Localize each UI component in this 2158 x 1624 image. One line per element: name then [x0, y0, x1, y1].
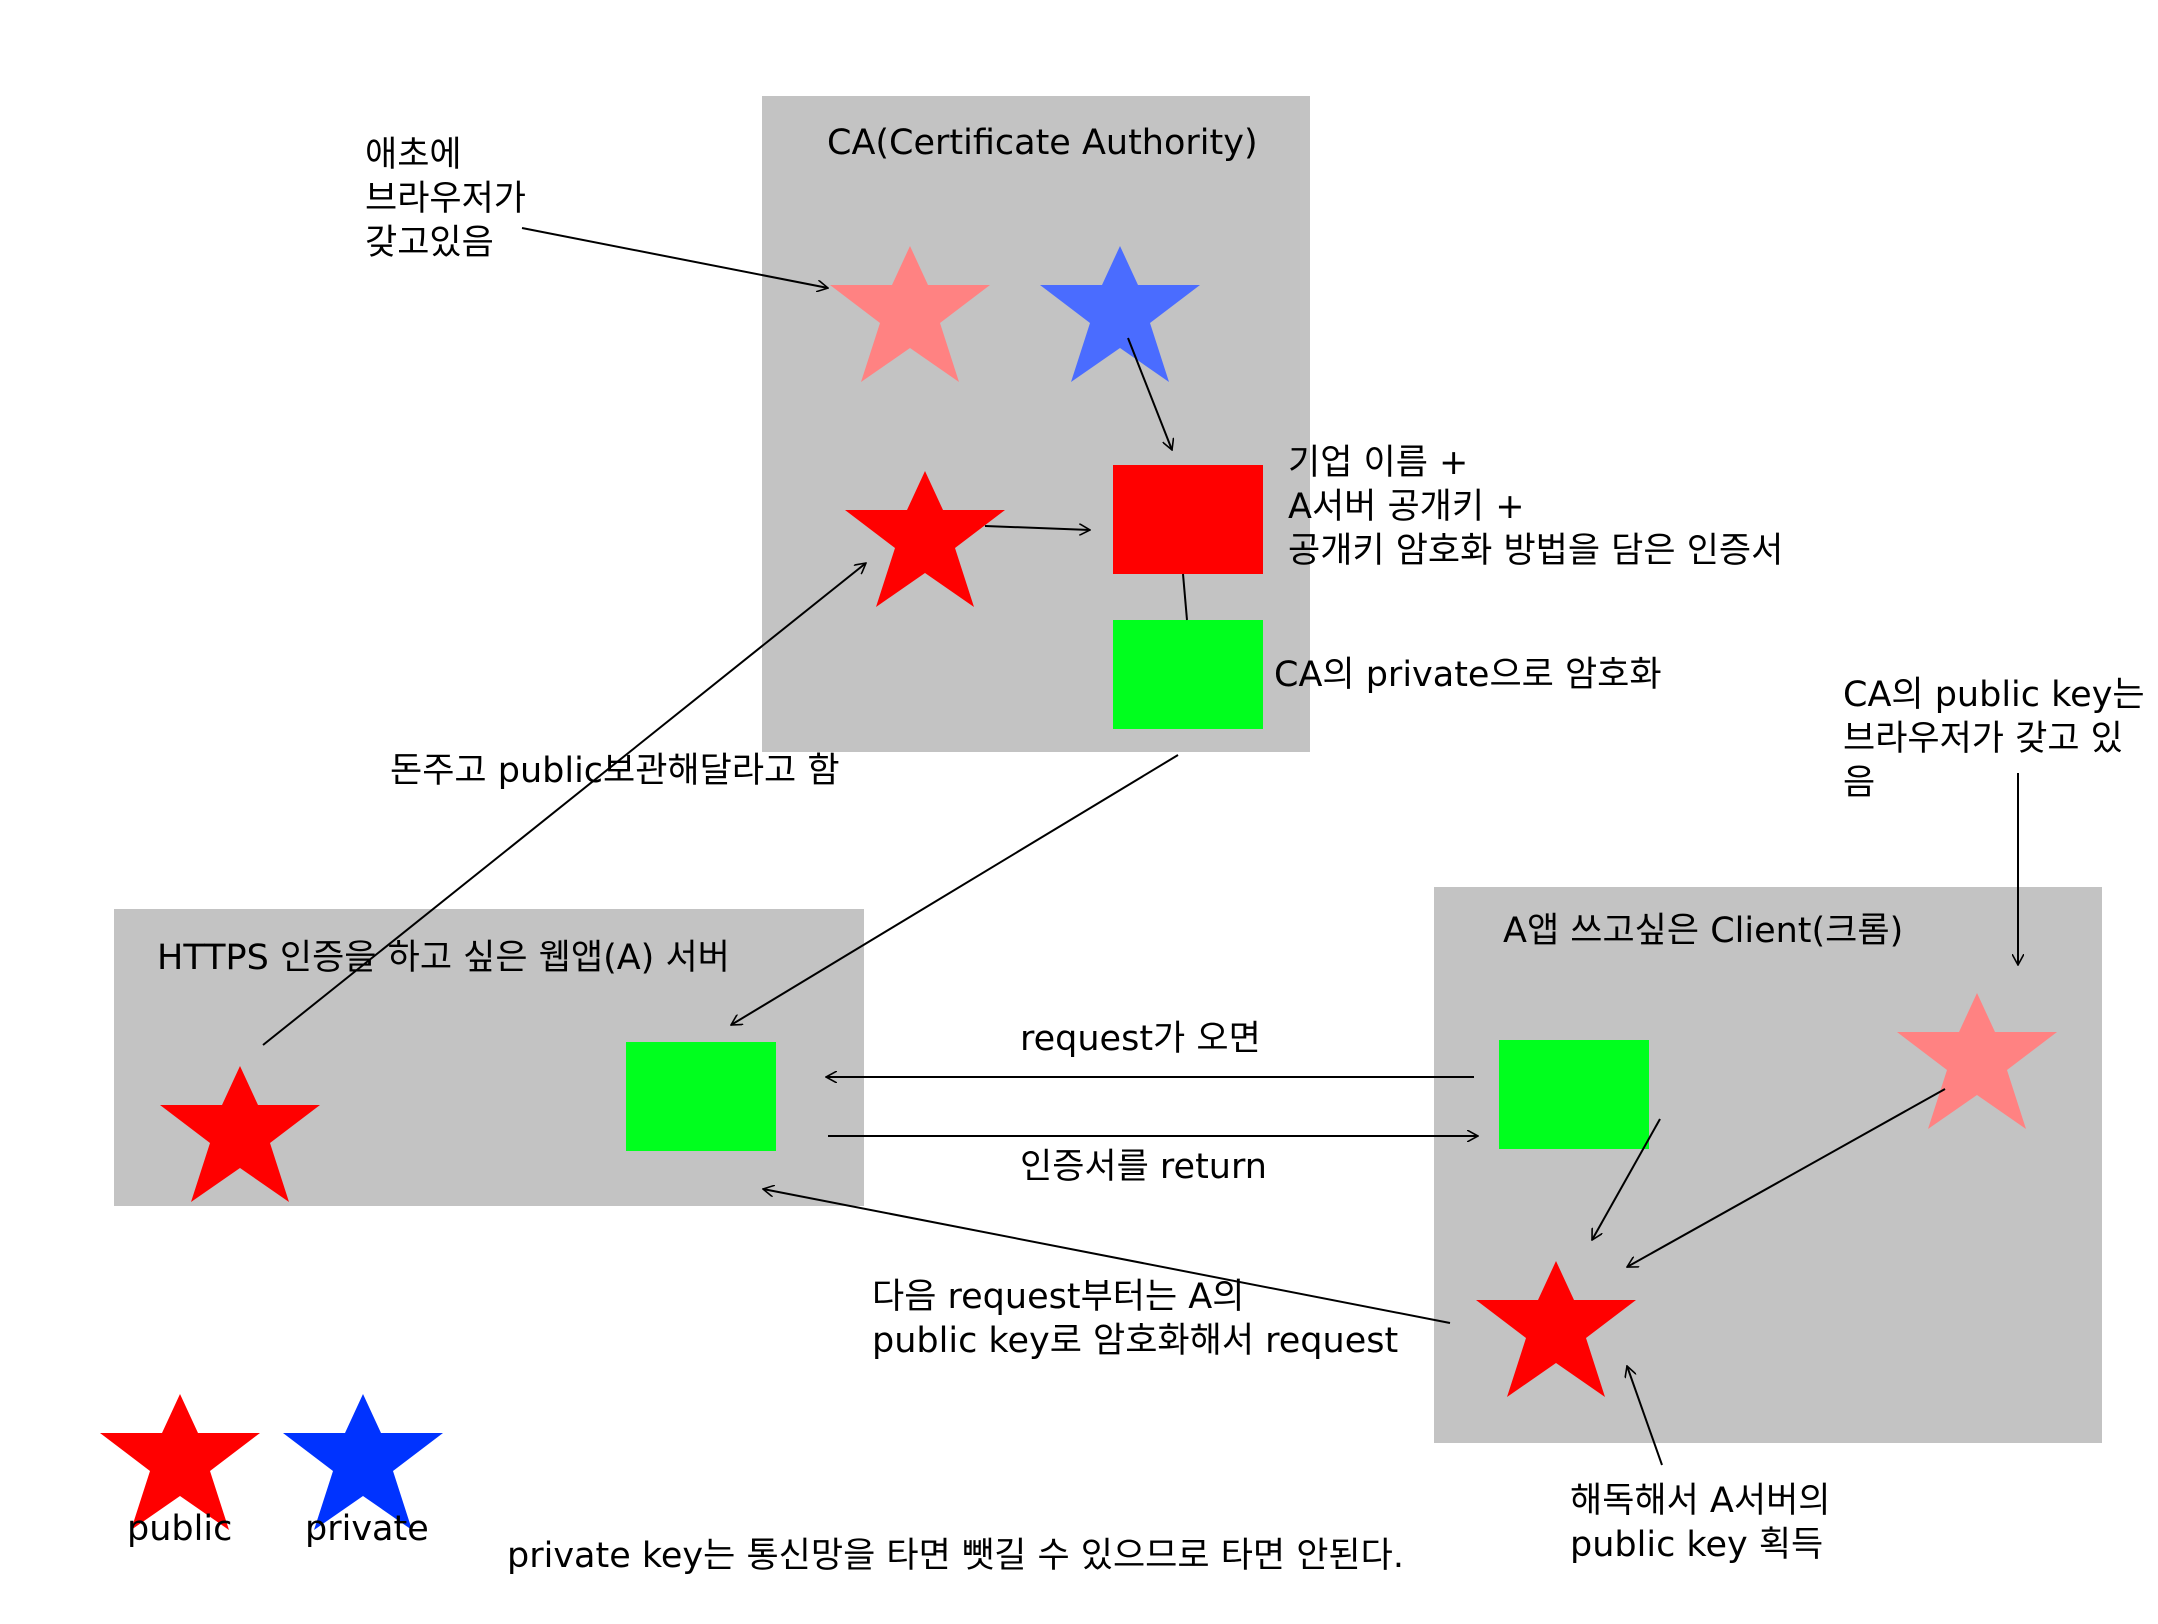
client-title: A앱 쓰고싶은 Client(크롬): [1503, 911, 1904, 951]
arrow-public-star-to-certificate: [984, 526, 1090, 530]
browser-ca-public-star-icon: [830, 246, 990, 382]
encrypted-certificate-rect: [1113, 620, 1263, 729]
encrypted-note: CA의 private으로 암호화: [1274, 655, 1662, 695]
certificate-note-line2: A서버 공개키 +: [1288, 487, 1525, 527]
certificate-rect: [1113, 465, 1263, 574]
arrow-next-request: [763, 1189, 1451, 1324]
browser-has-note-line3: 갖고있음: [365, 223, 494, 263]
next-request-note-line2: public key로 암호화해서 request: [872, 1321, 1399, 1361]
certificate-note-line3: 공개키 암호화 방법을 담은 인증서: [1288, 531, 1784, 571]
ca-public-key-note-line3: 음: [1843, 763, 1876, 803]
browser-has-note-line2: 브라우저가: [365, 179, 527, 219]
browser-has-note-line1: 애초에: [365, 135, 462, 175]
client-certificate-rect: [1499, 1040, 1649, 1149]
arrow-ca-public-to-decrypted: [1627, 1088, 1946, 1268]
decrypt-note-line1: 해독해서 A서버의: [1570, 1481, 1831, 1521]
legend-private-label: private: [305, 1509, 429, 1549]
ca-title: CA(Certificate Authority): [827, 123, 1258, 163]
client-decrypted-public-star-icon: [1476, 1261, 1636, 1397]
legend-public-label: public: [127, 1509, 233, 1549]
ca-public-key-note-line2: 브라우저가 갖고 있: [1843, 719, 2123, 759]
arrow-ca-private-to-certificate: [1127, 337, 1172, 450]
pay-note: 돈주고 public보관해달라고 함: [390, 751, 840, 791]
client-ca-public-star-icon: [1897, 993, 2057, 1129]
server-public-star-at-ca-icon: [845, 471, 1005, 607]
arrow-browser-note-to-star: [521, 227, 828, 288]
arrow-server-to-ca: [262, 563, 866, 1046]
request-label: request가 오면: [1020, 1019, 1261, 1059]
arrow-ca-to-server-certificate: [731, 754, 1179, 1025]
arrow-client-certificate-to-star: [1591, 1118, 1661, 1240]
server-certificate-rect: [626, 1042, 776, 1151]
ca-private-star-icon: [1040, 246, 1200, 382]
decrypt-note-line2: public key 획득: [1570, 1525, 1824, 1565]
server-public-star-icon: [160, 1066, 320, 1202]
ca-public-key-note-line1: CA의 public key는: [1843, 675, 2145, 715]
server-title: HTTPS 인증을 하고 싶은 웹앱(A) 서버: [157, 938, 730, 978]
next-request-note-line1: 다음 request부터는 A의: [872, 1277, 1245, 1317]
return-label: 인증서를 return: [1020, 1147, 1267, 1187]
line-certificate-to-encrypted: [1182, 573, 1188, 621]
arrow-decrypt-note-to-star: [1627, 1366, 1663, 1466]
certificate-note-line1: 기업 이름 +: [1288, 443, 1469, 483]
warning-note: private key는 통신망을 타면 뺏길 수 있으므로 타면 안된다.: [507, 1536, 1404, 1576]
